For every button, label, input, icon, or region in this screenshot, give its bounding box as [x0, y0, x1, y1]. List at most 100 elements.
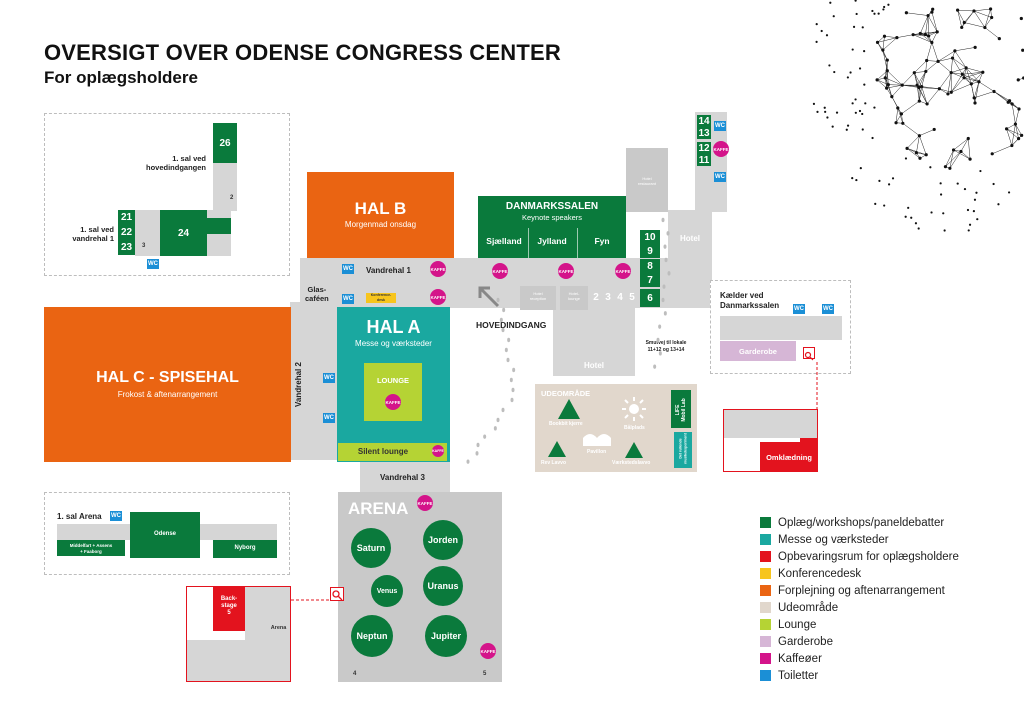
room-jylland: Jylland: [537, 236, 567, 246]
room-11: 11: [697, 154, 711, 166]
legend-label: Kaffeøer: [778, 652, 822, 665]
coffee-icon: KAFFE: [492, 263, 508, 279]
page-title: OVERSIGT OVER ODENSE CONGRESS CENTER: [44, 40, 561, 65]
search-icon[interactable]: [330, 587, 344, 601]
arena-inset-title: 1. sal Arena: [57, 512, 102, 521]
network-decoration: [812, 0, 1024, 232]
room-21: 21: [118, 210, 135, 225]
room-8: 8: [640, 259, 660, 273]
legend-swatch: [760, 568, 771, 579]
hal-a-title: HAL A: [366, 317, 421, 337]
legend-item: Lounge: [760, 616, 1000, 633]
hal-c: [44, 307, 291, 462]
legend-item: Forplejning og aftenarrangement: [760, 582, 1000, 599]
konferencedesk-label: Konference- desk: [370, 293, 392, 302]
garderobe-label: Garderobe: [739, 347, 777, 356]
arrow-up-left-icon: [478, 286, 500, 308]
inset-corridor: [213, 163, 237, 211]
label-glascafeen: Glas- caféen: [305, 285, 329, 303]
coffee-icon: KAFFE: [713, 141, 729, 157]
coffee-icon: KAFFE: [430, 261, 446, 277]
label-hotel-lounge: Hotel- lounge: [567, 291, 580, 301]
search-icon[interactable]: [803, 347, 815, 361]
coffee-icon: KAFFE: [558, 263, 574, 279]
room-saturn: Saturn: [351, 528, 391, 568]
legend-item: Opbevaringsrum for oplægsholdere: [760, 548, 1000, 565]
label-pavillon: Pavillon: [587, 449, 607, 455]
legend-item: Udeområde: [760, 599, 1000, 616]
udeomraade: [535, 384, 697, 472]
coffee-icon: KAFFE: [432, 445, 444, 457]
hotel-block: [553, 300, 635, 376]
page-subtitle: For oplægsholdere: [44, 68, 198, 87]
life-mobil-lab: [671, 390, 691, 428]
label-hotel-restaurant: Hotel restaurant: [637, 176, 656, 186]
legend-swatch: [760, 585, 771, 596]
legend-item: Toiletter: [760, 667, 1000, 684]
danmarkssalen: [478, 196, 626, 258]
room-10: 10: [640, 230, 660, 244]
wc-icon: WC: [714, 121, 726, 131]
room-fyn: Fyn: [594, 236, 610, 246]
lounge-label: LOUNGE: [376, 376, 410, 385]
coffee-icon: KAFFE: [615, 263, 631, 279]
label-vaerkstedslavvo: Værkstedslavvo: [612, 460, 651, 466]
room-26: 26: [213, 123, 237, 163]
room-odense-label: Odense: [153, 531, 176, 537]
wc-icon: WC: [342, 294, 354, 304]
room-12: 12: [697, 142, 711, 154]
hotel-reception: [520, 286, 556, 310]
legend-swatch: [760, 534, 771, 545]
silent-lounge-label: Silent lounge: [357, 447, 409, 456]
hal-b-subtitle: Morgenmad onsdag: [344, 220, 417, 229]
stair-number-4: 4: [353, 671, 357, 677]
label-vandrehal1-first-floor: 1. sal ved vandrehal 1: [72, 225, 114, 243]
room-nyborg-label: Nyborg: [234, 545, 256, 551]
legend-label: Lounge: [778, 618, 817, 631]
legend-label: Toiletter: [778, 669, 819, 682]
hotel-restaurant: [626, 148, 668, 212]
legend-item: Oplæg/workshops/paneldebatter: [760, 514, 1000, 531]
room-24: 24: [160, 210, 207, 256]
tent-icon: [625, 442, 643, 458]
lounge: [364, 363, 422, 421]
room-jorden: Jorden: [423, 520, 463, 560]
room-4: 4: [617, 291, 623, 303]
label-bookbit: Bookbit kjerre: [549, 421, 583, 427]
tent-icon: [548, 441, 566, 457]
tent-icon: [558, 399, 580, 419]
wc-icon: WC: [342, 264, 354, 274]
hal-a-subtitle: Messe og værksteder: [355, 339, 432, 348]
room-sjaelland: Sjælland: [486, 236, 522, 246]
coffee-icon: KAFFE: [385, 394, 401, 410]
room-9: 9: [640, 244, 660, 258]
room-neptun: Neptun: [351, 615, 393, 657]
omklaedning-label: Omklædning: [766, 453, 812, 462]
legend-swatch: [760, 670, 771, 681]
hal-c-subtitle: Frokost & aftenarrangement: [117, 390, 218, 399]
backstage-room: [213, 587, 245, 631]
legend-item: Garderobe: [760, 633, 1000, 650]
room-22: 22: [118, 225, 135, 240]
rooms-2-5-strip: [588, 286, 640, 308]
room-6: 6: [640, 289, 660, 307]
room-venus: Venus: [371, 575, 403, 607]
kaelder-title: Kælder ved Danmarkssalen: [720, 291, 780, 310]
danmarkssalen-title: DANMARKSSALEN: [505, 201, 599, 212]
room-7: 7: [640, 273, 660, 287]
room-24-annex: [207, 218, 231, 234]
wc-icon: WC: [822, 304, 834, 314]
room-uranus: Uranus: [423, 566, 463, 606]
wc-icon: WC: [147, 259, 159, 269]
legend-label: Oplæg/workshops/paneldebatter: [778, 516, 945, 529]
legend-label: Konferencedesk: [778, 567, 862, 580]
legend-label: Udeområde: [778, 601, 839, 614]
garderobe: [720, 341, 796, 361]
legend-swatch: [760, 517, 771, 528]
coffee-icon: KAFFE: [480, 643, 496, 659]
omklaedning-room-2: [760, 442, 818, 472]
wc-icon: WC: [323, 373, 335, 383]
hal-b-title: HAL B: [354, 199, 407, 218]
backstage-arena: [267, 587, 290, 681]
room-3: 3: [605, 291, 611, 303]
